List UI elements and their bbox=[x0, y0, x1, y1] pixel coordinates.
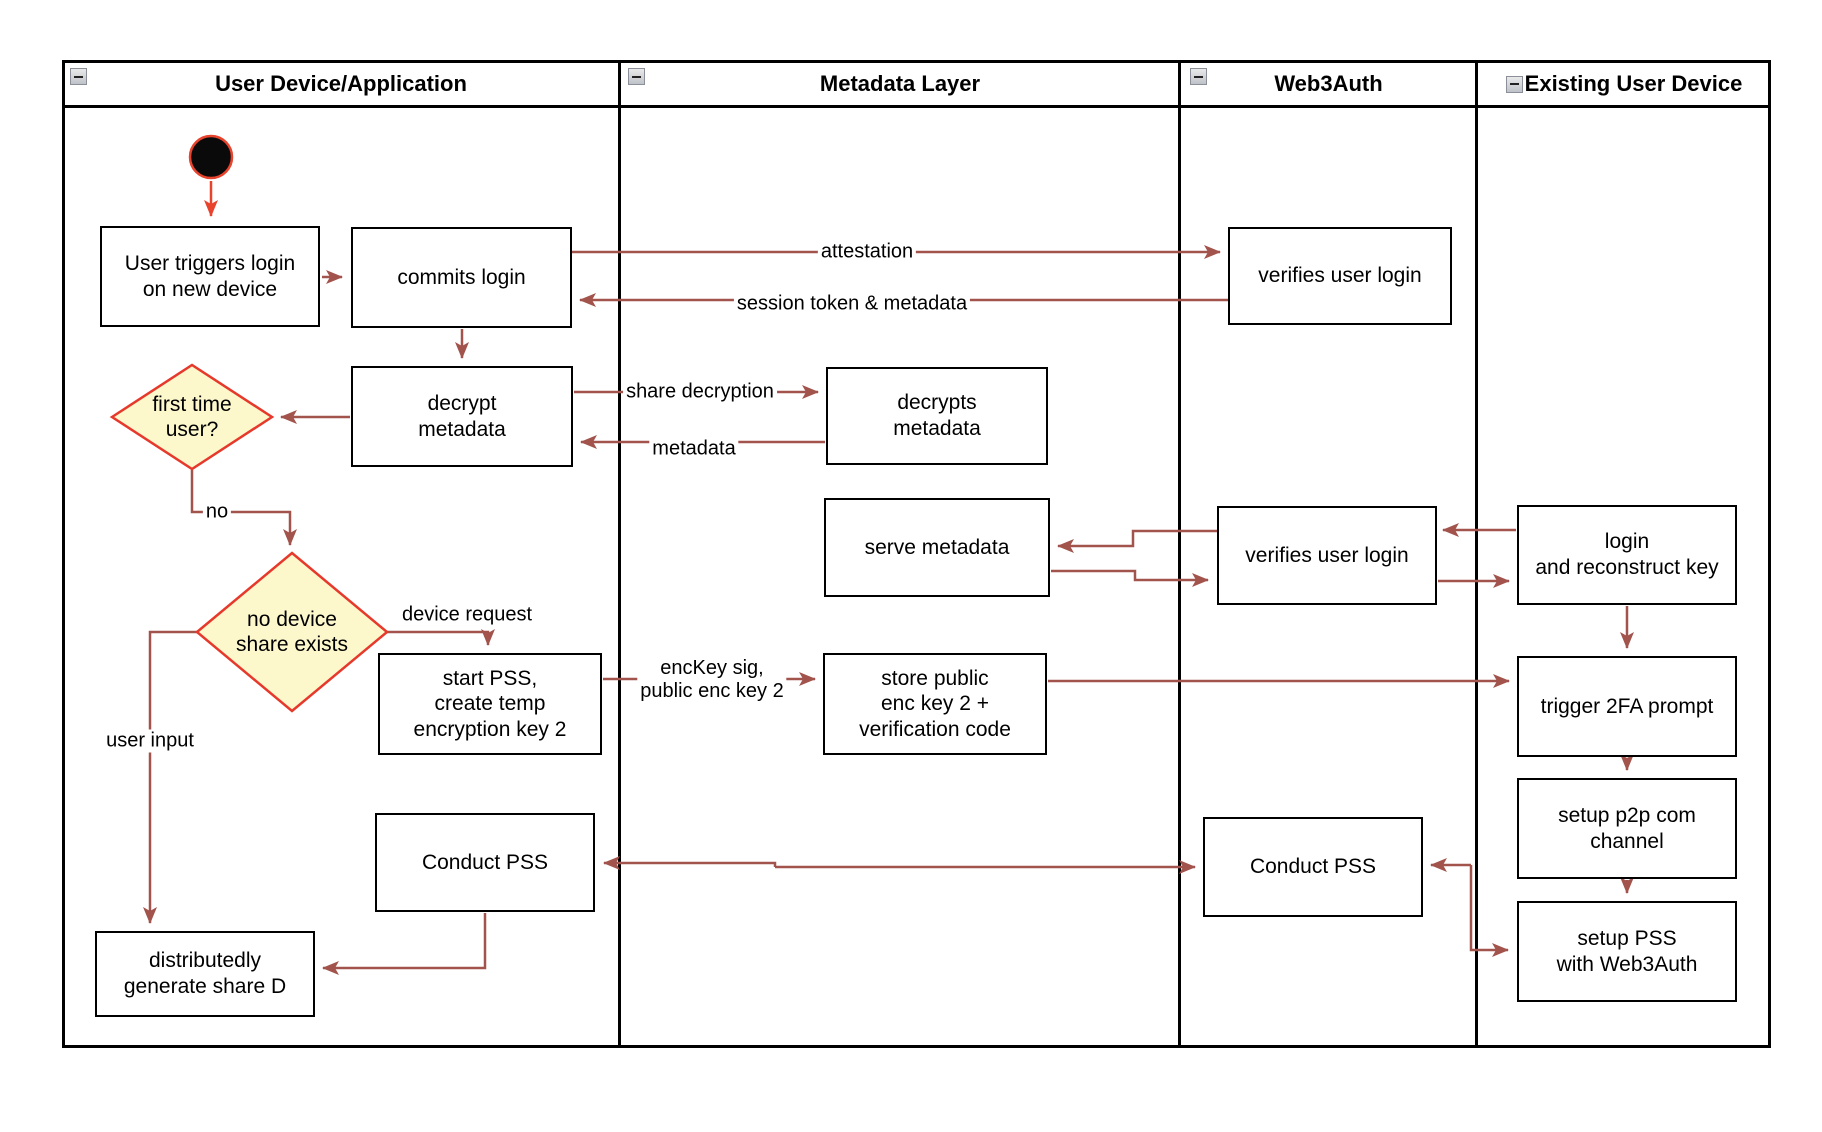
node-verifies-user-login-2[interactable]: verifies user login bbox=[1217, 506, 1437, 605]
connector-conduct-to-generate bbox=[322, 913, 487, 975]
lane-divider-1 bbox=[618, 60, 621, 1048]
node-generate-share-d[interactable]: distributedly generate share D bbox=[95, 931, 315, 1017]
connector-no-branch bbox=[190, 470, 297, 546]
lane-title: User Device/Application bbox=[215, 71, 467, 96]
edge-label-device-request: device request bbox=[398, 603, 536, 627]
lane-header-user-device[interactable]: User Device/Application bbox=[62, 63, 620, 105]
lane-divider-2 bbox=[1178, 60, 1181, 1048]
edge-label-no: no bbox=[202, 500, 232, 524]
node-setup-pss[interactable]: setup PSS with Web3Auth bbox=[1517, 901, 1737, 1002]
node-decrypt-metadata[interactable]: decrypt metadata bbox=[351, 366, 573, 467]
connector-verifies-to-serve bbox=[1057, 529, 1217, 553]
lane-header-web3auth[interactable]: Web3Auth bbox=[1180, 63, 1477, 105]
edge-label-enckey-sig: encKey sig, public enc key 2 bbox=[637, 657, 787, 703]
lane-title: Web3Auth bbox=[1274, 71, 1383, 96]
node-store-public-key[interactable]: store public enc key 2 + verification co… bbox=[823, 653, 1047, 755]
connector-user-input bbox=[143, 630, 197, 924]
edge-label-metadata: metadata bbox=[649, 437, 739, 461]
connector-serve-to-verifies bbox=[1051, 569, 1209, 587]
connector-device-request bbox=[387, 629, 495, 646]
diagram-frame bbox=[62, 60, 1771, 1048]
edge-label-user-input: user input bbox=[103, 729, 197, 753]
node-login-reconstruct-key[interactable]: login and reconstruct key bbox=[1517, 505, 1737, 605]
decision-no-device-share[interactable] bbox=[195, 551, 389, 713]
edge-label-attestation: attestation bbox=[817, 240, 917, 264]
node-commits-login[interactable]: commits login bbox=[351, 227, 572, 328]
collapse-lane-icon[interactable] bbox=[1505, 75, 1523, 93]
node-start-pss[interactable]: start PSS, create temp encryption key 2 bbox=[378, 653, 602, 755]
connector-to-conduct-pss-left bbox=[603, 856, 777, 870]
connector-conduct-to-setup-pss bbox=[1469, 865, 1509, 957]
node-decrypts-metadata[interactable]: decrypts metadata bbox=[826, 367, 1048, 465]
collapse-lane-icon[interactable] bbox=[70, 68, 87, 85]
lane-header-existing-device[interactable]: Existing User Device bbox=[1477, 63, 1771, 105]
node-conduct-pss-right[interactable]: Conduct PSS bbox=[1203, 817, 1423, 917]
lane-header-metadata-layer[interactable]: Metadata Layer bbox=[620, 63, 1180, 105]
decision-label-first-time: first time user? bbox=[152, 392, 232, 441]
node-setup-p2p[interactable]: setup p2p com channel bbox=[1517, 778, 1737, 879]
edge-label-session-token: session token & metadata bbox=[733, 292, 971, 316]
node-verifies-user-login-1[interactable]: verifies user login bbox=[1228, 227, 1452, 325]
node-user-triggers-login[interactable]: User triggers login on new device bbox=[100, 226, 320, 327]
header-separator bbox=[62, 105, 1771, 108]
node-serve-metadata[interactable]: serve metadata bbox=[824, 498, 1050, 597]
decision-label-no-device-share: no device share exists bbox=[235, 607, 349, 656]
lane-title: Metadata Layer bbox=[819, 71, 981, 96]
decision-first-time-user[interactable] bbox=[109, 363, 275, 471]
node-trigger-2fa[interactable]: trigger 2FA prompt bbox=[1517, 656, 1737, 757]
node-conduct-pss-left[interactable]: Conduct PSS bbox=[375, 813, 595, 912]
collapse-lane-icon[interactable] bbox=[628, 68, 645, 85]
collapse-lane-icon[interactable] bbox=[1190, 68, 1207, 85]
lane-divider-3 bbox=[1475, 60, 1478, 1048]
lane-title: Existing User Device bbox=[1524, 71, 1743, 96]
start-node[interactable] bbox=[188, 134, 234, 180]
edge-label-share-decryption: share decryption bbox=[623, 380, 777, 404]
